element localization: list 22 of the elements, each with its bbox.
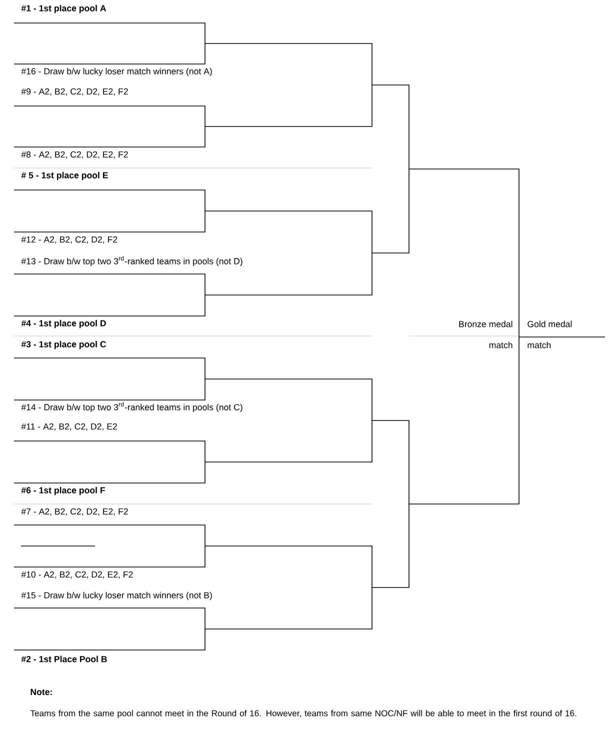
slot-label: #13 - Draw b/w top two 3$^{rd}$-ranked teams in pools (not D) — [21, 256, 242, 266]
slot-label: #15 - Draw b/w lucky loser match winners (not B) — [21, 592, 212, 600]
slot-label: #9 - A2, B2, C2, D2, E2, F2 — [21, 88, 128, 96]
match-label: match — [528, 342, 551, 348]
seed-label: #1 - 1st place pool A — [21, 4, 106, 14]
seed-label: # 5 - 1st place pool E — [21, 172, 108, 180]
slot-label: #14 - Draw b/w top two 3$^{rd}$-ranked teams in pools (not C) — [21, 402, 242, 412]
match-label: Gold medal — [528, 320, 572, 328]
slot-label: #16 - Draw b/w lucky loser match winners (not A) — [21, 68, 212, 76]
slot-label: #8 - A2, B2, C2, D2, E2, F2 — [21, 151, 128, 159]
match-label: Bronze medal — [459, 320, 512, 328]
match-label: match — [489, 342, 512, 348]
slot-label: #7 - A2, B2, C2, D2, E2, F2 — [21, 508, 128, 516]
note-text: Teams from the same pool cannot meet in the Round of 16. However, teams from same NOC/NF will be able to meet in the first round of 16. — [30, 710, 576, 718]
note-heading: Note: — [30, 688, 52, 696]
seed-label: #2 - 1st Place Pool B — [21, 656, 107, 662]
slot-label: #11 - A2, B2, C2, D2, E2 — [21, 423, 117, 431]
slot-label: #12 - A2, B2, C2, D2, F2 — [21, 236, 118, 244]
seed-label: #4 - 1st place pool D — [21, 320, 106, 328]
seed-label: #6 - 1st place pool F — [21, 486, 105, 496]
seed-label: #3 - 1st place pool C — [21, 340, 106, 350]
slot-label: #10 - A2, B2, C2, D2, E2, F2 — [21, 571, 133, 579]
